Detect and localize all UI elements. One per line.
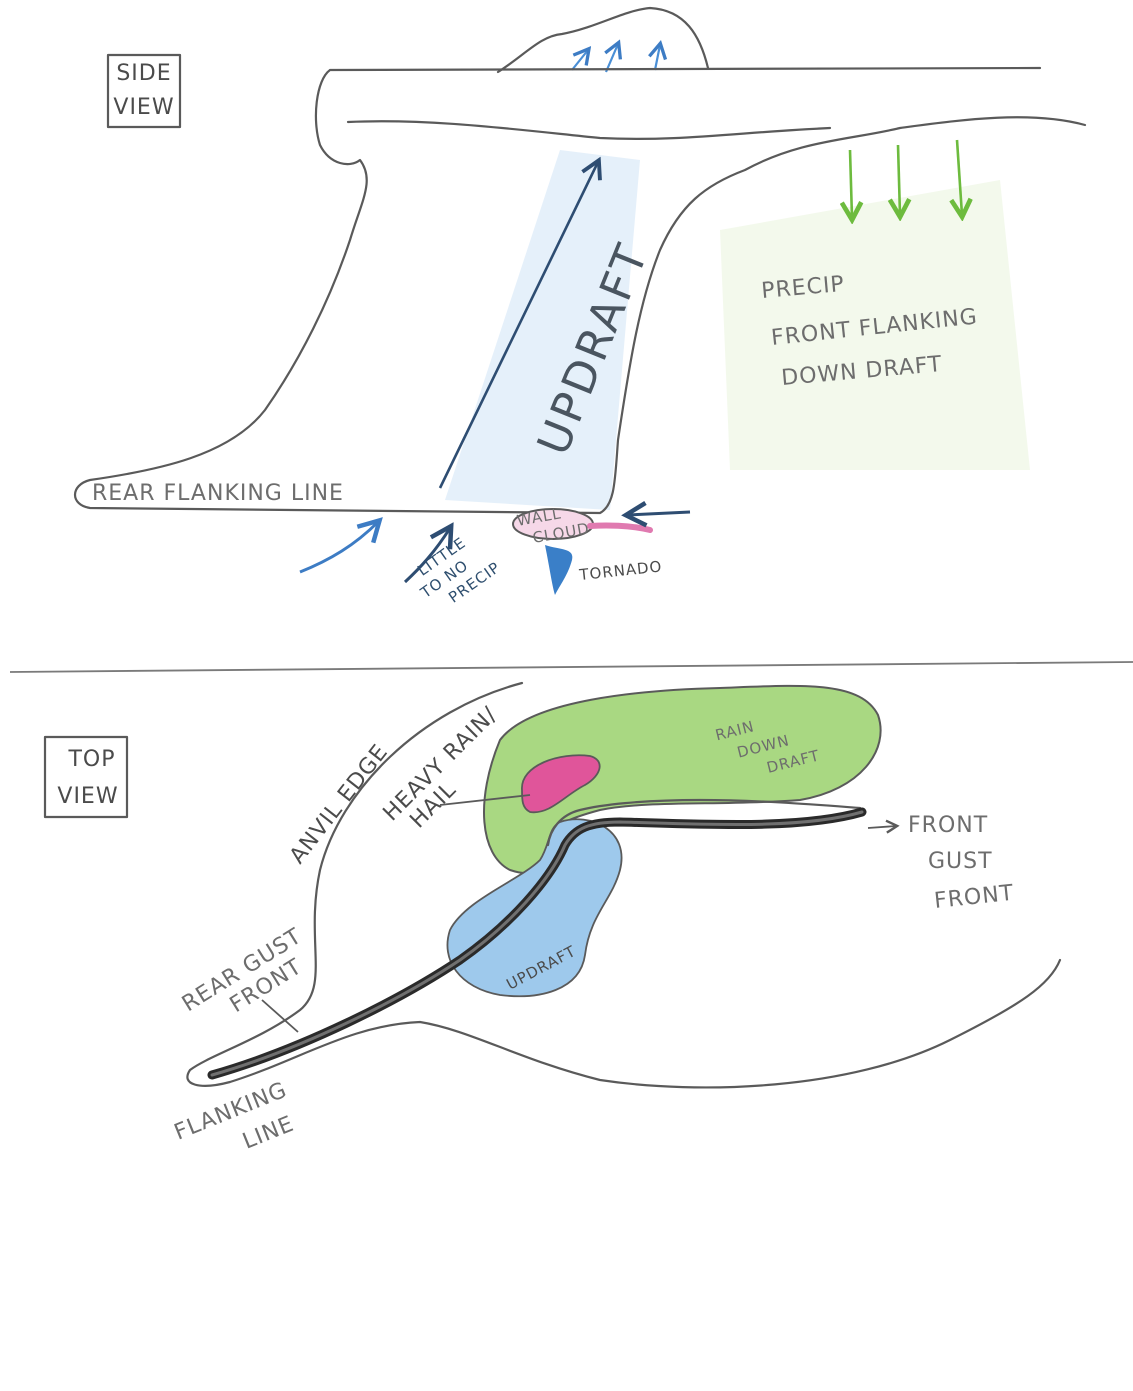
rear-flanking-line-label: REAR FLANKING LINE — [92, 481, 344, 506]
tornado-shape — [545, 545, 572, 595]
front-gust-line2: GUST — [928, 849, 993, 874]
front-gust-line1: FRONT — [908, 813, 988, 838]
panel-divider — [10, 662, 1133, 672]
side-view-title-line2: VIEW — [113, 95, 174, 120]
rear-gust-label: REAR GUST FRONT — [178, 924, 320, 1039]
side-view-title-box: SIDE VIEW — [108, 55, 180, 127]
side-view-panel: SIDE VIEW WALL CLOUD TORNADO UPDRAFT — [75, 8, 1085, 619]
top-view-panel: TOP VIEW ANVIL EDGE HEAVY RAIN/ HAIL RAI… — [45, 683, 1060, 1177]
top-view-title-line1: TOP — [67, 747, 115, 772]
overshooting-top — [498, 8, 708, 72]
little-precip-label: LITTLE TO NO PRECIP — [405, 525, 504, 618]
top-view-title-line2: VIEW — [57, 784, 118, 809]
anvil-edge-label: ANVIL EDGE — [285, 740, 393, 869]
wall-cloud: WALL CLOUD — [513, 504, 650, 547]
front-gust-line3: FRONT — [933, 881, 1015, 914]
side-view-title-line1: SIDE — [116, 61, 171, 86]
flanking-line-label: FLANKING LINE — [171, 1078, 304, 1177]
top-view-title-box: TOP VIEW — [45, 737, 127, 817]
front-gust-pointer — [868, 826, 896, 828]
tornado-label: TORNADO — [578, 557, 664, 584]
